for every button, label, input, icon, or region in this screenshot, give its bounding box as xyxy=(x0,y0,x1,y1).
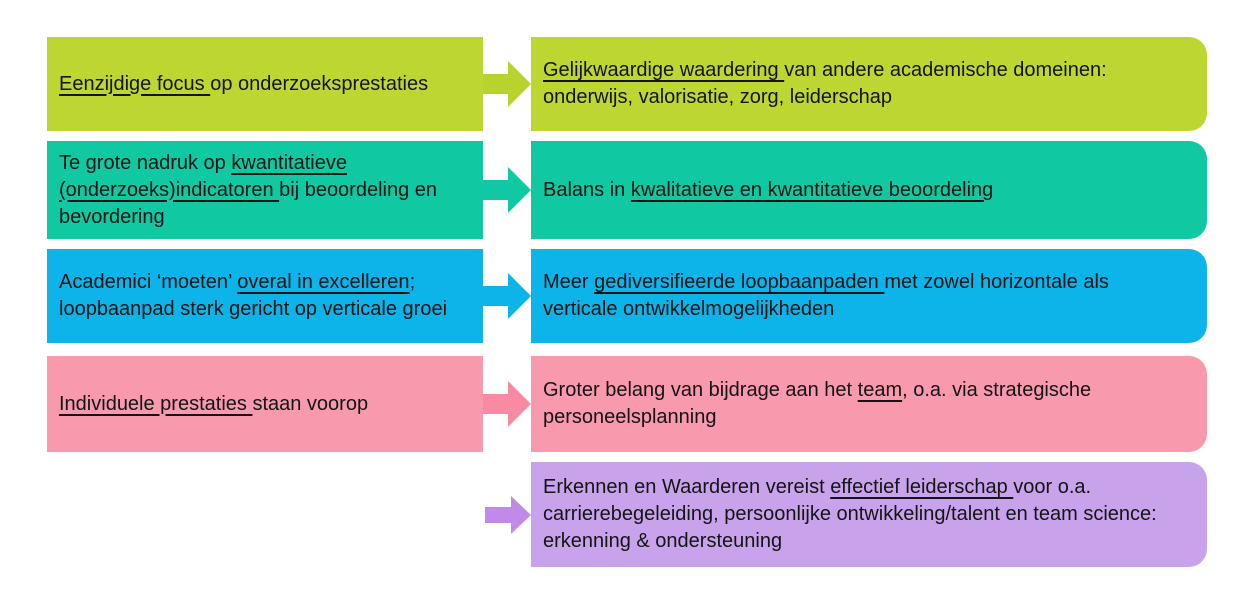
diagram-row-quantitative-indicators: Te grote nadruk op kwantitatieve (onderz… xyxy=(47,141,1207,239)
text-segment: voor o.a. carrierebegeleiding, persoonli… xyxy=(543,476,1157,552)
arrow-tail xyxy=(483,394,508,414)
text-segment: team xyxy=(857,379,903,401)
text-segment: Gelijkwaardige waardering xyxy=(543,59,785,81)
text-segment: bij beoordeling en bevordering xyxy=(59,178,438,228)
arrow-tail xyxy=(483,180,508,200)
diagram-row-research-focus: Eenzijdige focus op onderzoeksprestaties… xyxy=(47,37,1207,131)
diagram-row-individual-performance: Individuele prestaties staan voorop Grot… xyxy=(47,356,1207,452)
text-segment: Erkennen en Waarderen vereist xyxy=(543,476,831,498)
left-box: Te grote nadruk op kwantitatieve (onderz… xyxy=(47,141,483,239)
arrow-tail xyxy=(483,286,508,306)
text-segment: ; loopbaanpad sterk gericht op verticale… xyxy=(59,271,448,320)
arrow-tail xyxy=(483,74,508,94)
text-segment: op onderzoeksprestaties xyxy=(210,72,429,95)
arrow-right-icon xyxy=(483,61,531,107)
text-segment: , o.a. via strategische personeelsplanni… xyxy=(543,379,1092,428)
arrow-slot xyxy=(483,37,531,131)
arrow-tail xyxy=(485,506,511,523)
text-segment: Eenzijdige focus xyxy=(59,72,211,95)
text-segment: gediversifieerde loopbaanpaden xyxy=(594,271,885,293)
text-segment: overal in excelleren xyxy=(237,271,410,293)
text-segment: Academici ‘moeten’ xyxy=(59,271,238,293)
arrow-right-icon xyxy=(483,167,531,213)
left-box: Individuele prestaties staan voorop xyxy=(47,356,483,452)
text-segment: effectief leiderschap xyxy=(830,476,1014,498)
diagram-row-effective-leadership: Erkennen en Waarderen vereist effectief … xyxy=(47,462,1207,567)
arrow-slot xyxy=(483,356,531,452)
diagram-row-excel-everywhere: Academici ‘moeten’ overal in excelleren;… xyxy=(47,249,1207,343)
text-segment: Groter belang van bijdrage aan het xyxy=(543,379,858,401)
arrow-head xyxy=(508,381,531,427)
text-segment: Balans in xyxy=(543,178,631,201)
left-box: Eenzijdige focus op onderzoeksprestaties xyxy=(47,37,483,131)
arrow-slot xyxy=(483,141,531,239)
arrow-head xyxy=(508,61,531,107)
text-segment: staan voorop xyxy=(252,392,369,415)
left-box xyxy=(47,462,483,567)
right-box: Balans in kwalitatieve en kwantitatieve … xyxy=(531,141,1207,239)
left-box: Academici ‘moeten’ overal in excelleren;… xyxy=(47,249,483,343)
text-segment: kwalitatieve en kwantitatieve beoordelin… xyxy=(630,178,994,201)
arrow-head xyxy=(508,167,531,213)
right-box: Meer gediversifieerde loopbaanpaden met … xyxy=(531,249,1207,343)
right-box: Erkennen en Waarderen vereist effectief … xyxy=(531,462,1207,567)
arrow-head xyxy=(511,495,531,534)
text-segment: Meer xyxy=(543,271,595,293)
arrow-slot xyxy=(483,462,531,567)
text-segment: Individuele prestaties xyxy=(59,392,253,415)
arrow-head xyxy=(508,273,531,319)
text-segment: kwantitatieve (onderzoeks)indicatoren xyxy=(59,151,347,201)
right-box: Groter belang van bijdrage aan het team,… xyxy=(531,356,1207,452)
arrow-right-icon xyxy=(483,273,531,319)
text-segment: van andere academische domeinen: onderwi… xyxy=(543,59,1107,108)
text-segment: met zowel horizontale als verticale ontw… xyxy=(543,271,1109,320)
text-segment: Te grote nadruk op xyxy=(59,151,232,174)
arrow-right-icon xyxy=(483,381,531,427)
arrow-right-icon xyxy=(485,495,531,534)
right-box: Gelijkwaardige waardering van andere aca… xyxy=(531,37,1207,131)
arrow-slot xyxy=(483,249,531,343)
